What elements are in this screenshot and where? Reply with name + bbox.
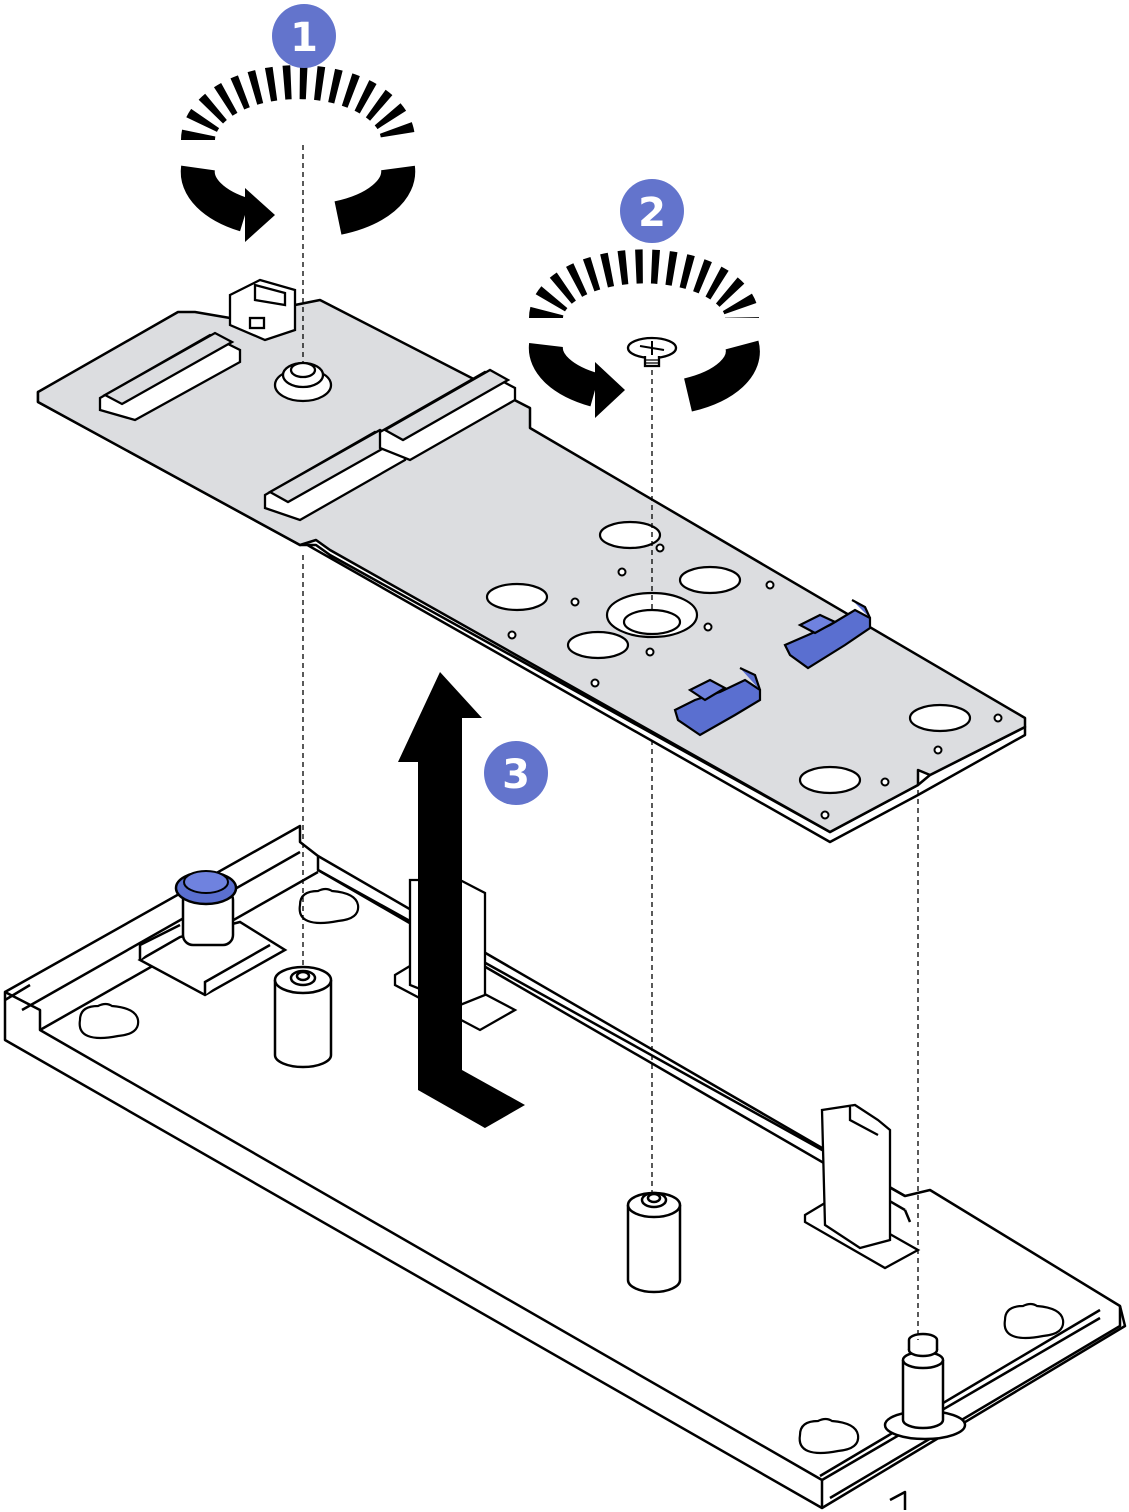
step-badge-3: 3 <box>484 741 548 805</box>
board-bracket <box>228 278 297 342</box>
plunger-knob-icon[interactable] <box>174 870 238 906</box>
standoff <box>626 1191 682 1294</box>
step-badge-label: 2 <box>638 190 666 236</box>
step-badge-2: 2 <box>620 179 684 243</box>
screw-icon[interactable] <box>626 336 678 368</box>
alignment-pin <box>883 1332 967 1441</box>
board-latch-icon[interactable] <box>673 599 872 737</box>
step-badge-label: 1 <box>290 15 318 61</box>
rotation-arrow-icon <box>528 249 760 418</box>
board-hole <box>507 543 1003 820</box>
tray-keyhole <box>78 887 1065 1455</box>
lift-arrow-icon <box>398 672 525 1128</box>
standoff <box>273 965 333 1069</box>
step-badge-label: 3 <box>502 752 530 798</box>
board-screw-post <box>273 361 333 403</box>
rotation-arrow-icon <box>180 65 416 242</box>
plunger-bracket <box>137 878 288 997</box>
board-keyhole <box>485 520 972 795</box>
board-connector <box>98 331 517 522</box>
step-badge-1: 1 <box>272 4 336 68</box>
tray-clip <box>803 1103 921 1270</box>
guide-line <box>302 145 919 1340</box>
